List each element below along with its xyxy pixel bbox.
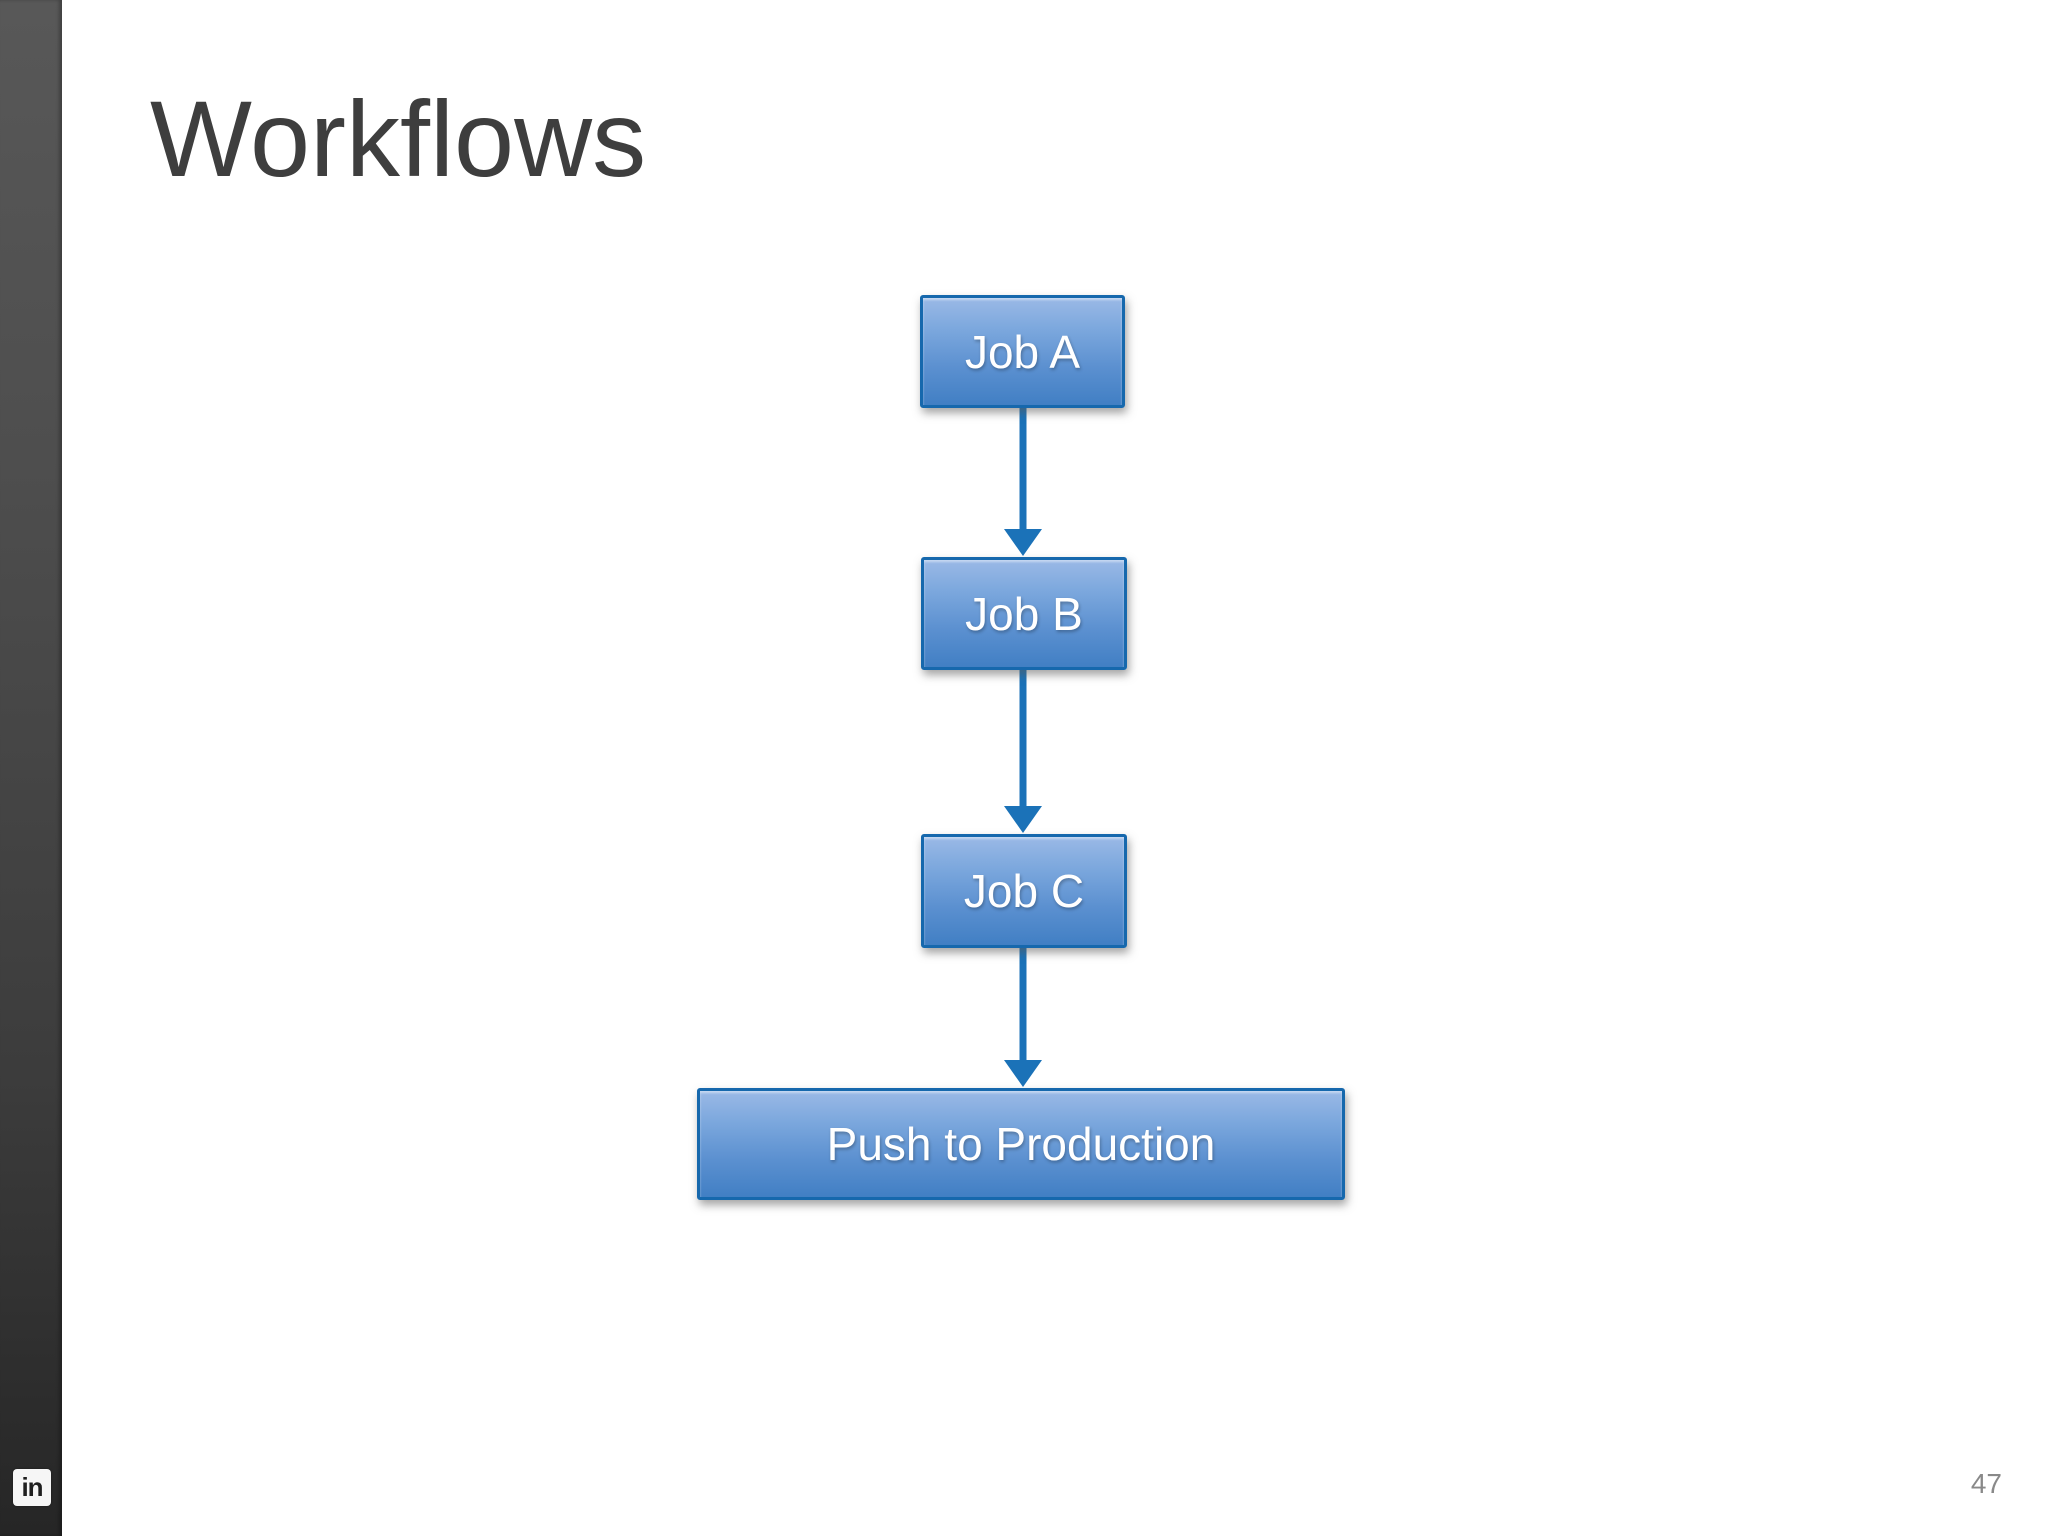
flow-node-label: Job B <box>965 587 1083 640</box>
linkedin-logo-icon: in <box>13 1469 51 1506</box>
flow-node-label: Job C <box>963 865 1085 917</box>
sidebar-accent-bar: in <box>0 0 62 1536</box>
arrow-job-b-to-job-c <box>1004 670 1042 833</box>
linkedin-logo-text: in <box>21 1472 43 1502</box>
flow-node-label: Push to Production <box>826 1118 1216 1170</box>
flow-node-push-to-production: Push to Production <box>697 1088 1345 1200</box>
flow-node-job-c: Job C <box>921 834 1127 948</box>
slide-title: Workflows <box>150 78 647 199</box>
arrow-job-a-to-job-b <box>1004 408 1042 556</box>
flow-node-job-a: Job A <box>920 295 1125 408</box>
flow-node-label: Job A <box>964 325 1081 378</box>
flow-node-job-b: Job B <box>921 557 1127 670</box>
page-number: 47 <box>1970 1468 2002 1499</box>
arrow-job-c-to-push <box>1004 948 1042 1087</box>
